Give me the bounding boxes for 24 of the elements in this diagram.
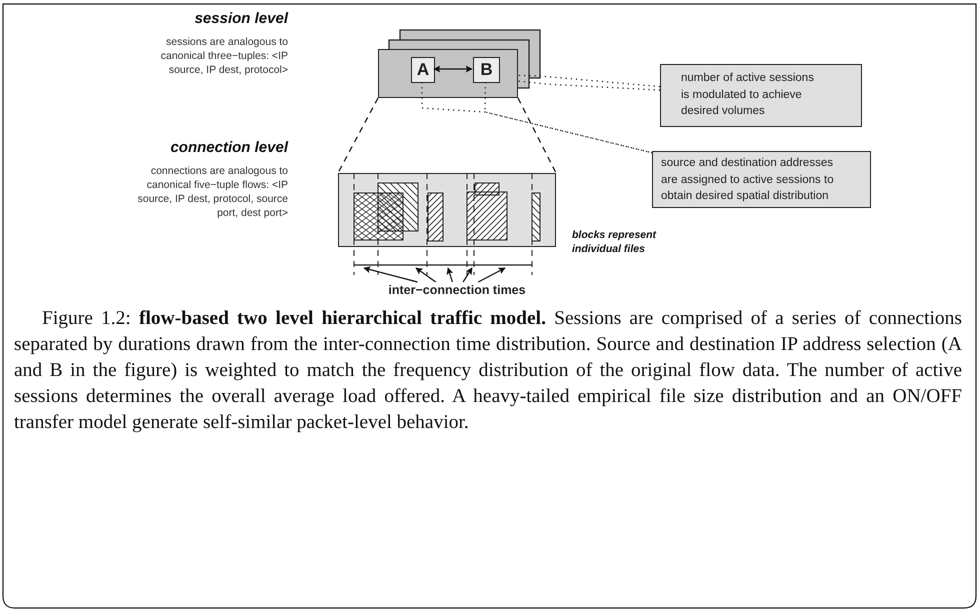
level-heading: connection level <box>169 139 288 157</box>
endpoint-box: A <box>411 57 435 83</box>
arrow <box>462 267 472 282</box>
dashed-line <box>421 82 652 154</box>
callout-box: number of active sessions is modulated to achieve desired volumes <box>660 64 862 127</box>
level-description: connections are analogous to canonical five−tuple flows: <IP source, IP dest, protocol, source port, dest port> <box>136 164 288 220</box>
session-card <box>378 49 518 98</box>
dashed-line <box>337 98 379 174</box>
callout-box: source and destination addresses are assigned to active sessions to obtain desired spatial distribution <box>652 151 871 208</box>
dashed-line <box>517 98 557 174</box>
dashed-line <box>518 80 660 91</box>
dashed-line <box>518 74 660 88</box>
level-heading: session level <box>194 10 288 28</box>
blocks-note: blocks represent individual files <box>572 229 658 256</box>
inter-connection-label: inter−connection times <box>381 282 533 300</box>
arrow <box>415 268 436 282</box>
arrow <box>446 267 454 282</box>
arrow <box>363 266 418 283</box>
endpoint-box: B <box>473 57 500 83</box>
connection-band <box>338 173 556 247</box>
arrow <box>433 66 473 72</box>
arrow <box>478 267 506 283</box>
figure-caption: Figure 1.2: flow-based two level hierarchical traffic model. Sessions are comprised of a series of connections separated by durations drawn from the inter-connection time distribution. Source and destination IP address selection (A and B in the figure) is weighted to match the frequency distribution of the original flow data. The number of active sessions determines the overall average load offered. A heavy-tailed empirical file size distribution and an ON/OFF transfer model generate self-similar packet-level behavior. <box>14 307 962 435</box>
level-description: sessions are analogous to canonical three−tuples: <IP source, IP dest, protocol> <box>160 35 288 77</box>
